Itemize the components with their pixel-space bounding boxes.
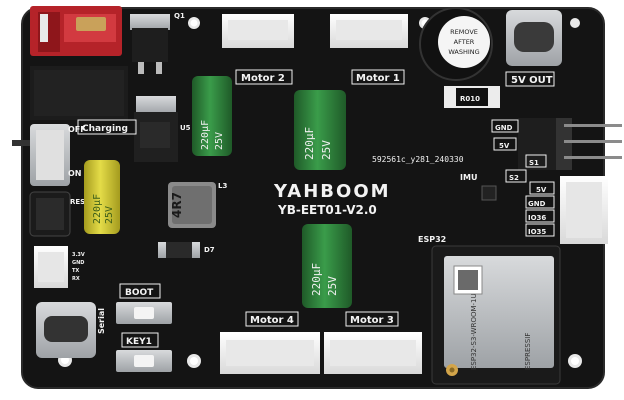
- motor1-label: Motor 1: [356, 73, 400, 84]
- motor3-connector[interactable]: [324, 332, 422, 374]
- u5-label: U5: [180, 124, 191, 132]
- hdr-s2-label: S2: [509, 174, 519, 182]
- hdr-s1-label: S1: [529, 159, 539, 167]
- serial-label: Serial: [97, 308, 106, 334]
- buzzer-line1: REMOVE: [450, 28, 478, 36]
- 5v-out-label: 5V OUT: [511, 75, 553, 86]
- pin-io36-label: IO36: [528, 214, 546, 222]
- cap-left-top-value: 220μF: [92, 194, 103, 224]
- 5v-out-label-box: 5V OUT: [505, 71, 555, 87]
- power-switch[interactable]: [12, 124, 70, 186]
- motor1-label-box: Motor 1: [351, 69, 405, 85]
- reset-label: RESET: [70, 198, 95, 206]
- off-label: OFF: [68, 125, 86, 134]
- inductor-l3: 4R7 L3: [168, 182, 227, 228]
- charging-label: Charging: [82, 124, 128, 134]
- cap-upper-left-value: 220μF: [200, 120, 211, 150]
- pin-3v3-label: 3.3V: [72, 252, 85, 258]
- buzzer-line2: AFTER: [454, 38, 475, 46]
- cap-center-bottom-voltage: 25V: [326, 276, 339, 296]
- mosfet-q1: Q1: [130, 12, 185, 74]
- inductor-label: 4R7: [170, 192, 184, 218]
- motor3-label-box: Motor 3: [345, 311, 399, 327]
- motor4-label-box: Motor 4: [245, 311, 299, 327]
- key1-button[interactable]: [116, 350, 172, 372]
- on-label: ON: [68, 169, 82, 178]
- motor4-connector[interactable]: [220, 332, 320, 374]
- capacitor-upper-left: 220μF 25V: [192, 76, 232, 156]
- io-connector-right[interactable]: [560, 176, 608, 244]
- usb-c-port-left[interactable]: [36, 302, 96, 358]
- pin-io35-label: IO35: [528, 228, 546, 236]
- pin-gnd-right-label: GND: [528, 200, 546, 208]
- charging-label-box: Charging: [77, 119, 137, 135]
- esp32-label: ESP32: [418, 235, 446, 244]
- motor3-label: Motor 3: [350, 315, 394, 326]
- cap-upper-left-voltage: 25V: [214, 132, 225, 150]
- q1-label: Q1: [174, 12, 185, 20]
- imu-label: IMU: [460, 173, 477, 182]
- motor4-label: Motor 4: [250, 315, 294, 326]
- motor2-connector[interactable]: [222, 14, 294, 48]
- board-model: YB-EET01-V2.0: [277, 203, 377, 217]
- hdr-gnd-label: GND: [495, 124, 513, 132]
- l3-label: L3: [218, 182, 227, 190]
- boot-label-box: BOOT: [119, 283, 161, 299]
- pin-tx-label: TX: [72, 268, 79, 274]
- capacitor-left-bottom: [90, 152, 126, 232]
- cap-left-top-voltage: 25V: [104, 206, 115, 224]
- cap-center-top-voltage: 25V: [320, 140, 333, 160]
- esp-brand: ESPRESSIF: [524, 333, 532, 370]
- boot-button[interactable]: [116, 302, 172, 324]
- serial-code: 592561c_y281_240330: [372, 155, 464, 164]
- pin-5v-label: 5V: [536, 186, 547, 194]
- capacitor-left-top: 220μF 25V: [84, 160, 120, 234]
- buzzer: REMOVE AFTER WASHING: [419, 7, 493, 81]
- capacitor-center-top: 220μF 25V: [294, 90, 346, 170]
- motor2-label-box: Motor 2: [235, 69, 293, 85]
- pin-rx-label: RX: [72, 276, 80, 282]
- serial-connector: [34, 246, 68, 288]
- capacitor-center-bottom: 220μF 25V: [302, 224, 352, 308]
- key1-label: KEY1: [126, 337, 152, 347]
- boot-label: BOOT: [125, 288, 154, 298]
- board-logo: YAHBOOM: [273, 181, 391, 202]
- regulator-u5: U5: [134, 96, 191, 162]
- usb-c-port-right[interactable]: [506, 10, 562, 66]
- pin-gnd-label: GND: [72, 260, 84, 266]
- cap-center-bottom-value: 220μF: [310, 263, 323, 296]
- esp32-module: ESP32-S3-WROOM-1U ESPRESSIF: [431, 245, 561, 385]
- reset-button[interactable]: [29, 191, 71, 237]
- hdr-5v-label: 5V: [499, 142, 510, 150]
- key1-label-box: KEY1: [121, 332, 159, 348]
- resistor-r010: R010: [444, 86, 500, 108]
- diode-d7: D7: [158, 242, 215, 258]
- esp-part: ESP32-S3-WROOM-1U: [470, 293, 478, 370]
- r010-label: R010: [460, 95, 480, 103]
- power-connector: [30, 6, 122, 56]
- cap-center-top-value: 220μF: [303, 127, 316, 160]
- d7-label: D7: [204, 246, 215, 254]
- motor2-label: Motor 2: [241, 73, 285, 84]
- buzzer-line3: WASHING: [448, 48, 479, 56]
- imu-chip: [481, 185, 497, 201]
- motor1-connector[interactable]: [330, 14, 408, 48]
